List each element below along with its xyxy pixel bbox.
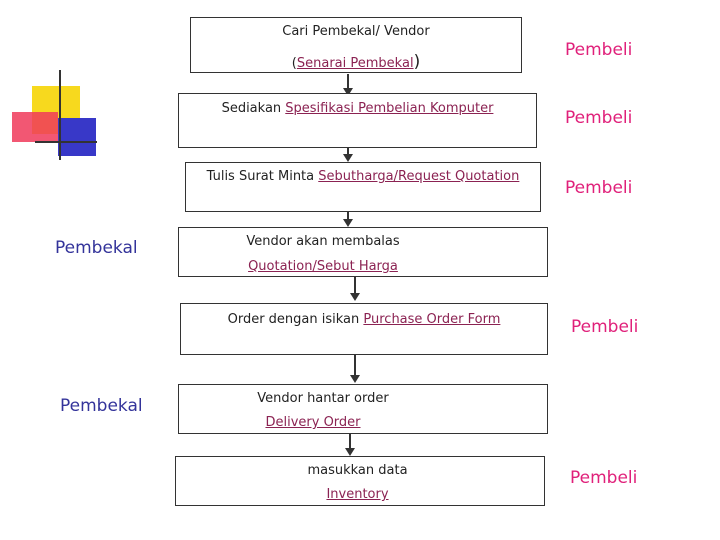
step-find-vendor-subtitle: (Senarai Pembekal) xyxy=(191,52,521,72)
inventory-link[interactable]: Inventory xyxy=(326,487,389,502)
decor-red-square xyxy=(12,112,58,142)
decor-blue-square xyxy=(58,118,96,156)
step-find-vendor: Cari Pembekal/ Vendor (Senarai Pembekal) xyxy=(190,17,522,73)
step-specification-prefix: Sediakan xyxy=(221,101,286,116)
delivery-order-link[interactable]: Delivery Order xyxy=(265,415,361,430)
step-vendor-reply-link-row: Quotation/Sebut Harga xyxy=(179,259,467,274)
step-specification-text: Sediakan Spesifikasi Pembelian Komputer xyxy=(179,101,536,116)
request-quotation-link[interactable]: Sebutharga/Request Quotation xyxy=(318,169,520,184)
step-delivery: Vendor hantar order Delivery Order xyxy=(178,384,548,434)
role-pembekal-2: Pembekal xyxy=(60,396,143,416)
step-inventory: masukkan data Inventory xyxy=(175,456,545,506)
purchase-order-link[interactable]: Purchase Order Form xyxy=(363,312,501,327)
role-pembeli-3: Pembeli xyxy=(565,178,633,198)
step-purchase-order: Order dengan isikan Purchase Order Form xyxy=(180,303,548,355)
role-pembeli-2: Pembeli xyxy=(565,108,633,128)
role-pembeli-1: Pembeli xyxy=(565,40,633,60)
step-request-quotation-prefix: Tulis Surat Minta xyxy=(206,169,319,184)
role-pembeli-5: Pembeli xyxy=(570,468,638,488)
step-delivery-link-row: Delivery Order xyxy=(179,415,447,430)
step-find-vendor-title: Cari Pembekal/ Vendor xyxy=(282,24,430,39)
step-specification: Sediakan Spesifikasi Pembelian Komputer xyxy=(178,93,537,148)
step-request-quotation-text: Tulis Surat Minta Sebutharga/Request Quo… xyxy=(186,169,540,184)
step-inventory-title: masukkan data xyxy=(307,463,408,478)
step-vendor-reply: Vendor akan membalas Quotation/Sebut Har… xyxy=(178,227,548,277)
specification-link[interactable]: Spesifikasi Pembelian Komputer xyxy=(285,101,494,116)
decor-horizontal-line xyxy=(35,141,97,143)
paren-open: ( xyxy=(291,56,297,71)
vendor-list-link[interactable]: Senarai Pembekal xyxy=(296,56,414,71)
step-inventory-link-row: Inventory xyxy=(176,487,539,502)
step-purchase-order-prefix: Order dengan isikan xyxy=(227,312,364,327)
step-vendor-reply-title: Vendor akan membalas xyxy=(246,234,400,249)
paren-close: ) xyxy=(413,52,421,72)
role-pembekal-1: Pembekal xyxy=(55,238,138,258)
step-delivery-title: Vendor hantar order xyxy=(257,391,389,406)
quotation-link[interactable]: Quotation/Sebut Harga xyxy=(248,259,398,274)
step-request-quotation: Tulis Surat Minta Sebutharga/Request Quo… xyxy=(185,162,541,212)
step-purchase-order-text: Order dengan isikan Purchase Order Form xyxy=(181,312,547,327)
decor-vertical-line xyxy=(59,70,61,160)
role-pembeli-4: Pembeli xyxy=(571,317,639,337)
